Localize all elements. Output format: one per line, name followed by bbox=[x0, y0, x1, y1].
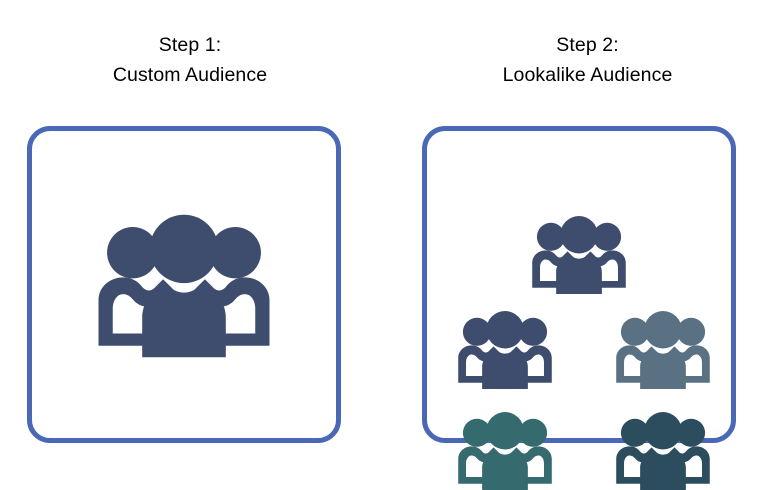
heading-audience-label: Custom Audience bbox=[112, 64, 268, 86]
card-custom-audience[interactable] bbox=[27, 126, 341, 443]
panel-custom-audience: Step 1: Custom Audience bbox=[0, 0, 380, 463]
panel-lookalike-audience: Step 2: Lookalike Audience bbox=[395, 0, 780, 490]
icon-slot-top bbox=[527, 215, 631, 294]
heading-lookalike-audience: Step 2: Lookalike Audience bbox=[395, 30, 780, 90]
people-group-icon bbox=[532, 216, 626, 294]
people-group-icon-fill bbox=[458, 412, 552, 490]
icon-slot-middle-right bbox=[611, 310, 715, 389]
people-group-icon bbox=[616, 311, 710, 389]
people-group-icon bbox=[458, 412, 552, 490]
icon-slot-bottom-left bbox=[453, 411, 557, 490]
people-group-icon-fill bbox=[616, 311, 710, 389]
people-group-icon bbox=[98, 214, 270, 357]
heading-audience-label: Lookalike Audience bbox=[502, 64, 673, 86]
icon-slot-bottom-right bbox=[611, 411, 715, 490]
card-lookalike-audience[interactable] bbox=[422, 126, 736, 490]
people-group-icon-fill bbox=[98, 214, 270, 357]
people-group-icon-fill bbox=[532, 216, 626, 294]
icon-slot-middle-left bbox=[453, 310, 557, 389]
heading-custom-audience: Step 1: Custom Audience bbox=[0, 30, 380, 90]
people-group-icon bbox=[616, 412, 710, 490]
people-group-icon-fill bbox=[616, 412, 710, 490]
people-group-icon bbox=[458, 311, 552, 389]
heading-step-label: Step 2: bbox=[556, 34, 619, 56]
icon-slot-hero bbox=[89, 212, 279, 357]
people-group-icon-fill bbox=[458, 311, 552, 389]
heading-step-label: Step 1: bbox=[158, 34, 222, 56]
